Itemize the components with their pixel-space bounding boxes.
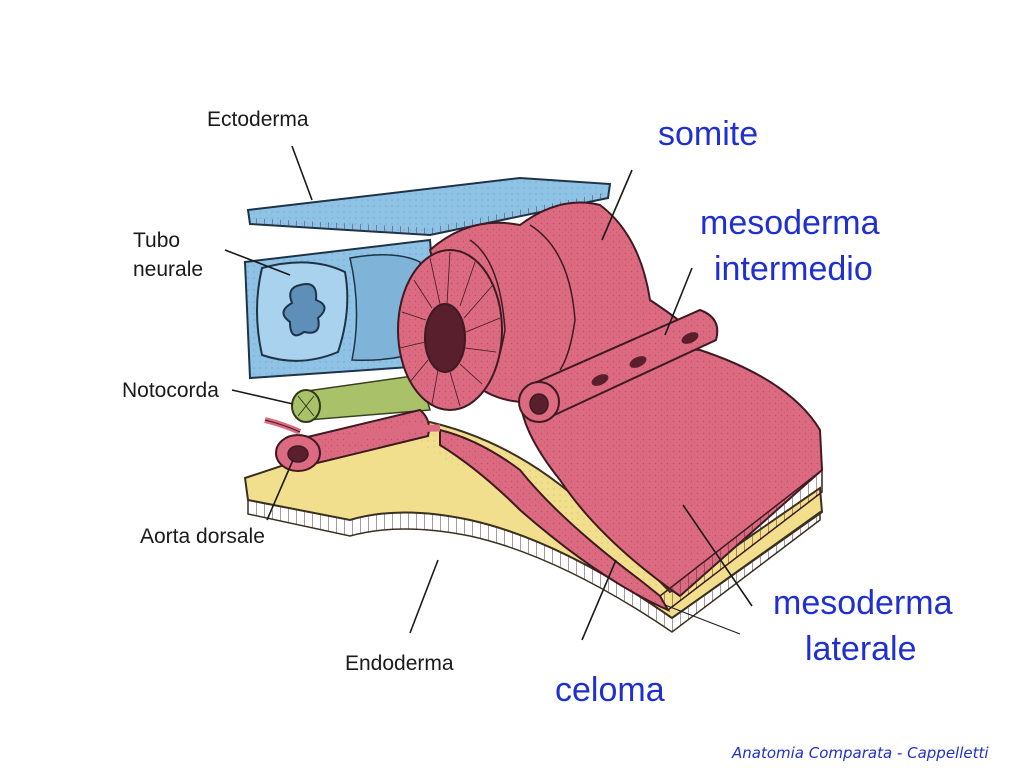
notochord xyxy=(291,374,431,423)
leader-tubo-neurale xyxy=(224,249,291,276)
leader-laterale-2 xyxy=(664,604,741,635)
leader-somite xyxy=(601,169,633,241)
ectoderm-layer xyxy=(246,176,612,237)
label-aorta: Aorta dorsale xyxy=(140,525,265,548)
label-intermedio-line1: mesoderma xyxy=(700,204,880,242)
leader-celoma xyxy=(581,559,617,641)
leader-lines xyxy=(224,145,753,641)
label-laterale-line2: laterale xyxy=(805,630,917,668)
label-tubo-line2: neurale xyxy=(133,258,203,281)
label-somite: somite xyxy=(658,115,758,153)
label-celoma: celoma xyxy=(555,671,665,709)
label-laterale-line1: mesoderma xyxy=(773,584,953,622)
label-endoderma: Endoderma xyxy=(345,652,454,675)
mesoderm-block xyxy=(397,201,824,613)
leader-endoderma xyxy=(409,559,439,634)
dorsal-aorta xyxy=(264,408,441,472)
leader-intermedio xyxy=(664,267,693,336)
leader-notocorda xyxy=(231,389,294,405)
label-tubo-line1: Tubo xyxy=(133,229,180,252)
label-ectoderma: Ectoderma xyxy=(207,108,309,131)
leader-laterale xyxy=(682,504,753,607)
footer-credit: Anatomia Comparata - Cappelletti xyxy=(731,744,989,762)
label-notocorda: Notocorda xyxy=(122,379,219,402)
leader-ectoderma xyxy=(291,145,313,201)
label-intermedio-line2: intermedio xyxy=(714,250,873,288)
leader-aorta xyxy=(266,459,294,521)
